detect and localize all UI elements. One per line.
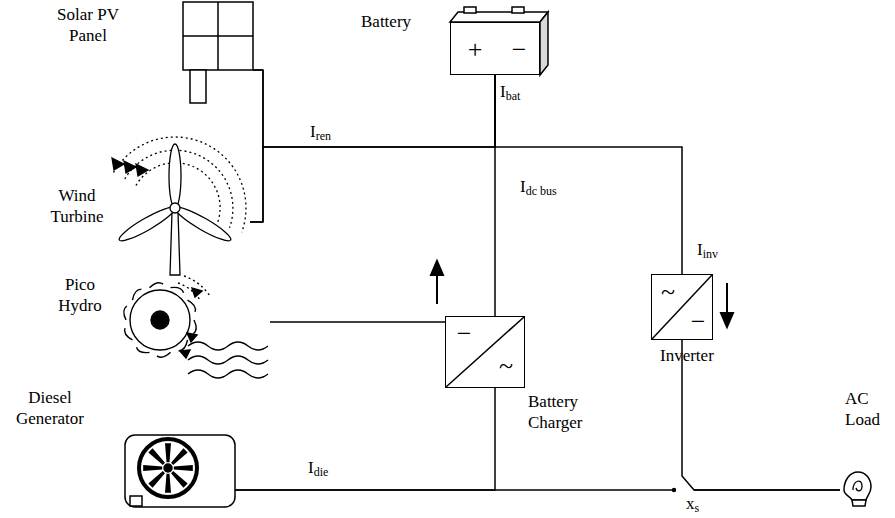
power-wire: [235, 388, 495, 490]
wheel-cup: [132, 289, 141, 300]
terminal-symbol: −: [452, 321, 476, 347]
rotor-spoke: [174, 465, 193, 471]
wheel-cup: [125, 328, 133, 340]
pico-hydro: Pico Hydro: [118, 280, 270, 380]
wind-turbine: [112, 137, 246, 275]
ac-load: AC Load: [840, 468, 872, 508]
solar-panel: [183, 2, 253, 103]
diesel-generator: [125, 435, 235, 507]
component-label: Diesel Generator: [0, 387, 100, 430]
component-label: Solar PV Panel: [48, 4, 128, 47]
component-label: Inverter: [660, 345, 740, 366]
current-label: xs: [686, 494, 699, 515]
terminal-symbol: ~: [494, 353, 518, 379]
component-label: Pico Hydro: [50, 274, 110, 317]
rotor-spoke: [165, 474, 171, 493]
terminal-symbol: ~: [656, 279, 680, 305]
bracket: [250, 70, 263, 222]
rotor-spoke: [171, 448, 188, 465]
current-label: Iren: [310, 122, 331, 143]
current-label: Idie: [308, 458, 328, 479]
rotor-spoke: [148, 471, 165, 488]
wheel-cup: [179, 340, 188, 351]
wind-turbine: Wind Turbine: [100, 140, 250, 275]
pico-hydro: [124, 276, 268, 378]
wheel-cup: [124, 306, 127, 320]
diesel-generator: Diesel Generator: [125, 435, 235, 507]
terminal-symbol: −: [686, 309, 710, 335]
power-wire: [253, 70, 495, 147]
wheel-cup: [193, 320, 196, 334]
battery-charger: −~Battery Charger: [445, 316, 525, 388]
power-wire: [250, 75, 495, 222]
rotor-spoke: [171, 471, 188, 488]
rotor-spoke: [165, 443, 171, 462]
component-label: Wind Turbine: [42, 185, 112, 228]
rotor-spoke: [148, 448, 165, 465]
current-label: Idc bus: [520, 177, 557, 198]
wheel-cup: [157, 352, 171, 357]
component-label: Battery: [361, 11, 441, 32]
wheel-cup: [136, 347, 149, 352]
battery-casing: [450, 7, 548, 75]
light-bulb: [840, 468, 872, 508]
current-label: Iinv: [697, 240, 718, 261]
wheel-cup: [188, 300, 196, 312]
wheel-cup: [171, 287, 184, 292]
terminal-symbol: −: [507, 37, 531, 63]
power-wire: [495, 75, 682, 274]
inverter: ~−Inverter: [651, 274, 713, 340]
solar-pv-panel: Solar PV Panel: [183, 2, 253, 70]
battery: Battery+−: [450, 22, 540, 75]
current-label: Ibat: [500, 82, 520, 103]
component-label: Battery Charger: [528, 391, 604, 434]
rotor-spoke: [143, 465, 162, 471]
component-label: AC Load: [845, 388, 893, 431]
wheel-cup: [149, 283, 163, 288]
terminal-symbol: +: [463, 37, 487, 63]
power-wire: [270, 321, 445, 323]
